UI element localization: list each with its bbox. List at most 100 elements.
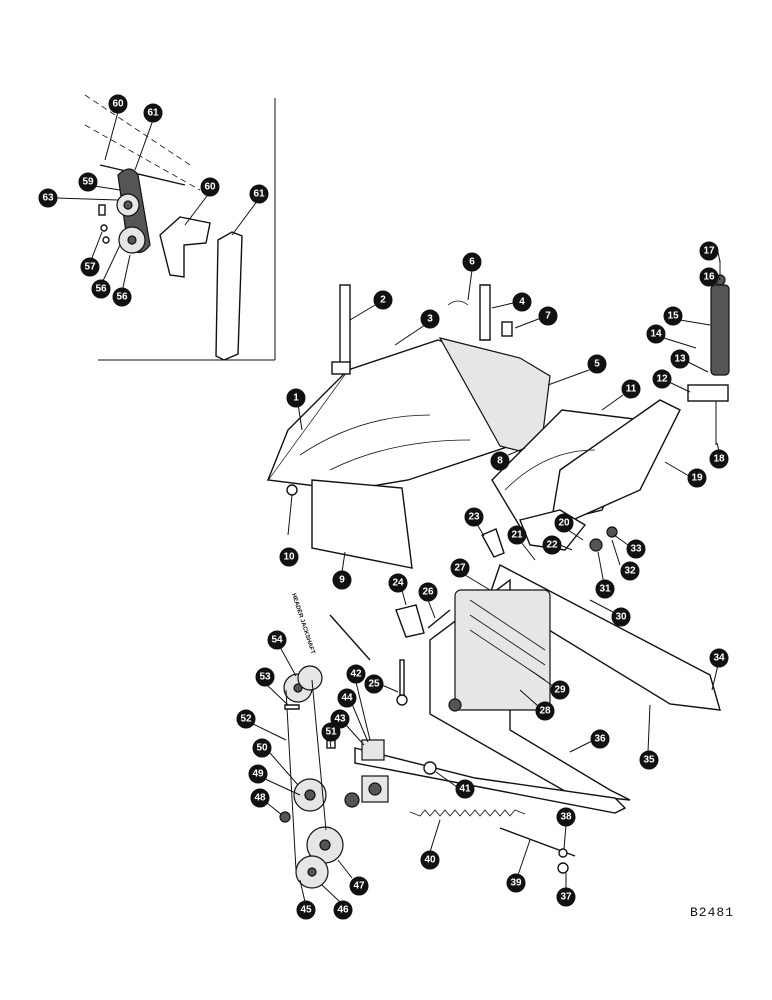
svg-text:17: 17 — [703, 246, 715, 257]
svg-text:40: 40 — [424, 855, 436, 866]
callout-60: 61 — [134, 103, 163, 171]
svg-text:19: 19 — [691, 473, 703, 484]
svg-text:41: 41 — [459, 784, 471, 795]
svg-text:20: 20 — [558, 518, 570, 529]
svg-text:11: 11 — [626, 384, 637, 395]
svg-text:56: 56 — [95, 284, 107, 295]
callout-47: 47 — [337, 859, 369, 896]
svg-text:59: 59 — [82, 177, 94, 188]
callout-53: 53 — [255, 667, 289, 706]
callout-19: 19 — [664, 461, 707, 488]
callout-11: 11 — [601, 379, 641, 411]
svg-text:28: 28 — [539, 706, 551, 717]
svg-text:50: 50 — [256, 743, 268, 754]
svg-text:57: 57 — [84, 262, 96, 273]
svg-text:45: 45 — [300, 905, 312, 916]
svg-text:15: 15 — [667, 311, 679, 322]
bearings-tension — [344, 659, 627, 874]
callout-1: 1 — [286, 388, 306, 431]
svg-text:35: 35 — [643, 755, 655, 766]
svg-text:4: 4 — [519, 297, 525, 308]
svg-text:26: 26 — [422, 587, 434, 598]
svg-text:38: 38 — [560, 812, 572, 823]
callout-46: 46 — [321, 884, 353, 920]
svg-text:13: 13 — [674, 354, 686, 365]
callout-16: 16 — [699, 267, 721, 287]
svg-text:8: 8 — [497, 456, 503, 467]
callout-20: 20 — [554, 513, 584, 541]
callout-22: 22 — [542, 535, 573, 555]
callout-38: 38 — [556, 807, 576, 850]
svg-text:3: 3 — [427, 314, 433, 325]
callout-27: 27 — [450, 558, 491, 591]
svg-text:6: 6 — [469, 257, 475, 268]
svg-text:44: 44 — [341, 693, 353, 704]
callout-6: 6 — [462, 252, 482, 301]
callouts: 60 61 59 63 57 56 56 60 61 1 2 3 4 5 6 7… — [38, 94, 729, 920]
jackshaft-label: HEADER JACKSHAFT — [290, 593, 315, 655]
callout-26: 26 — [418, 582, 438, 619]
callout-39: 39 — [506, 839, 531, 893]
svg-text:51: 51 — [325, 727, 337, 738]
inset-chain-drive — [84, 94, 201, 254]
callout-9: 9 — [332, 551, 352, 590]
svg-text:61: 61 — [147, 108, 159, 119]
callout-50: 50 — [252, 738, 299, 786]
svg-text:12: 12 — [656, 374, 668, 385]
lower-shield — [286, 479, 413, 569]
callout-32: 32 — [611, 539, 640, 581]
callout-62: 61 — [231, 184, 269, 236]
svg-text:9: 9 — [339, 575, 345, 586]
callout-31: 31 — [595, 551, 615, 599]
svg-text:1: 1 — [293, 393, 299, 404]
callout-23: 23 — [464, 507, 485, 537]
inset-brackets — [159, 216, 243, 361]
callout-14: 14 — [646, 324, 697, 349]
callout-36: 36 — [569, 729, 610, 753]
small-brackets — [395, 528, 505, 638]
callout-59: 60 — [104, 94, 128, 161]
callout-58: 59 — [78, 172, 121, 192]
svg-text:24: 24 — [392, 578, 404, 589]
callout-63: 63 — [38, 188, 119, 208]
svg-text:25: 25 — [368, 679, 380, 690]
svg-text:16: 16 — [703, 272, 715, 283]
svg-text:2: 2 — [380, 295, 386, 306]
callout-43: 43 — [330, 709, 365, 746]
svg-text:14: 14 — [650, 329, 662, 340]
svg-text:52: 52 — [240, 714, 252, 725]
svg-text:36: 36 — [594, 734, 606, 745]
callout-51: 51 — [321, 722, 341, 749]
callout-56-second: 56 — [112, 254, 132, 307]
callout-30: 30 — [589, 599, 631, 627]
callout-21: 21 — [507, 525, 536, 561]
callout-28: 28 — [519, 689, 555, 721]
callout-15: 15 — [663, 306, 711, 326]
pulley-drive — [279, 665, 344, 889]
svg-text:29: 29 — [554, 685, 566, 696]
svg-text:27: 27 — [454, 563, 466, 574]
svg-text:60: 60 — [112, 99, 124, 110]
callout-29: 29 — [529, 669, 570, 700]
spring-stack — [687, 260, 730, 445]
inset-frame — [98, 98, 276, 361]
svg-text:18: 18 — [713, 454, 725, 465]
svg-text:7: 7 — [545, 311, 551, 322]
callout-13: 13 — [670, 349, 709, 373]
drawing-code: B2481 — [690, 905, 735, 920]
callout-8: 8 — [490, 447, 526, 471]
callout-18: 18 — [709, 442, 729, 469]
svg-text:53: 53 — [259, 672, 271, 683]
svg-text:33: 33 — [630, 544, 642, 555]
svg-text:22: 22 — [546, 540, 558, 551]
callout-48: 48 — [250, 788, 283, 816]
callout-12: 12 — [652, 369, 691, 393]
svg-text:32: 32 — [624, 566, 636, 577]
svg-text:56: 56 — [116, 292, 128, 303]
main-frame — [429, 509, 721, 801]
callout-56: 56 — [91, 244, 121, 299]
svg-text:5: 5 — [594, 359, 600, 370]
svg-text:23: 23 — [468, 512, 480, 523]
callout-41: 41 — [435, 771, 475, 799]
